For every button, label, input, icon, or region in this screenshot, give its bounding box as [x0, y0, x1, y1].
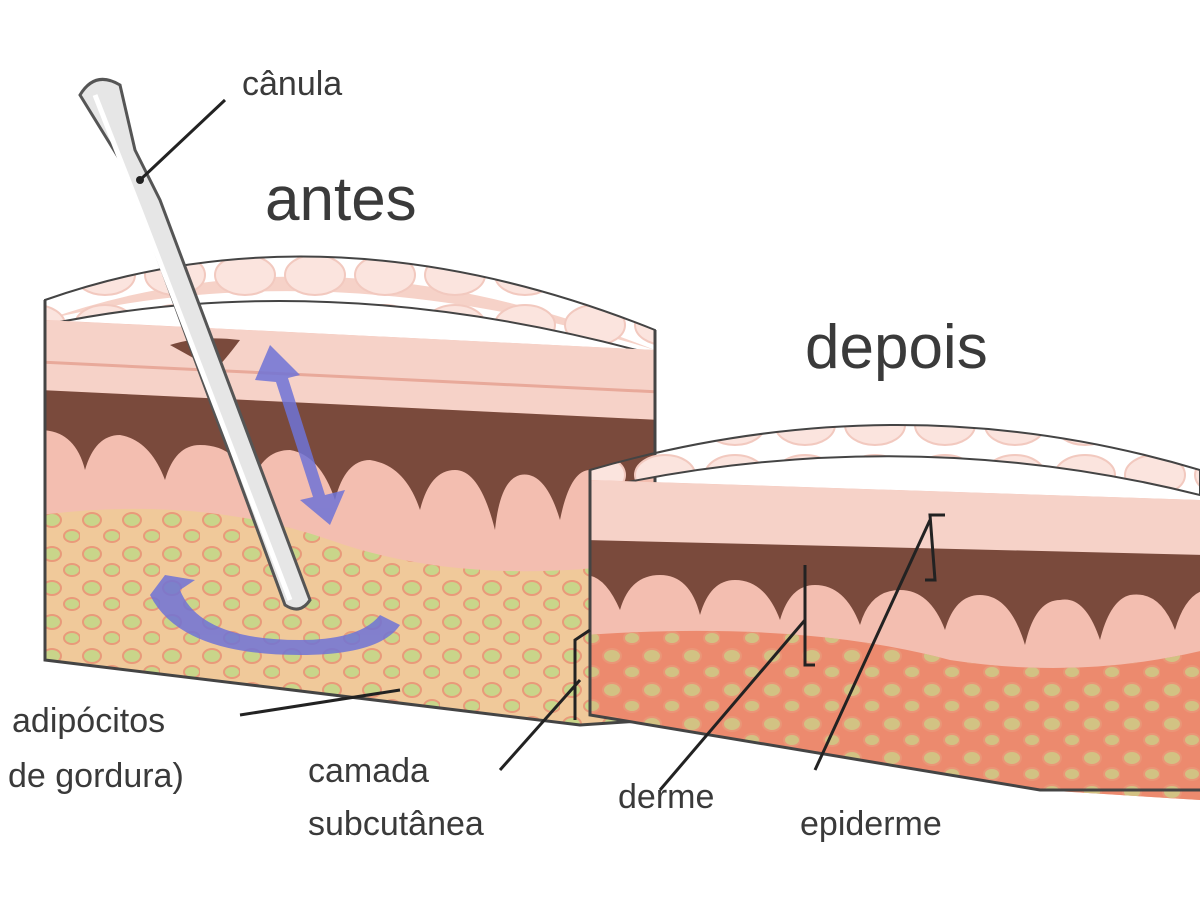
- cannula: [78, 77, 312, 611]
- after-epidermis: [590, 480, 1200, 560]
- movement-arrows: [150, 345, 400, 655]
- title-after: depois: [805, 313, 988, 382]
- after-skin-block: [588, 424, 1200, 800]
- leader-lines: [138, 98, 945, 791]
- label-subcutaneous-line2: subcutânea: [308, 805, 484, 843]
- after-melanin-layer: [590, 540, 1200, 645]
- curved-arrow-icon: [150, 575, 400, 655]
- before-melanin-layer: [45, 390, 655, 530]
- title-before: antes: [265, 165, 417, 234]
- label-adipocytes-line1: adipócitos: [12, 702, 165, 740]
- label-adipocytes-line2: de gordura): [8, 757, 184, 795]
- label-cannula: cânula: [242, 65, 342, 103]
- vertical-arrow-icon: [255, 345, 345, 525]
- label-subcutaneous-line1: camada: [308, 752, 429, 790]
- label-dermis: derme: [618, 778, 714, 816]
- label-epidermis: epiderme: [800, 805, 942, 843]
- before-skin-block: [43, 255, 657, 727]
